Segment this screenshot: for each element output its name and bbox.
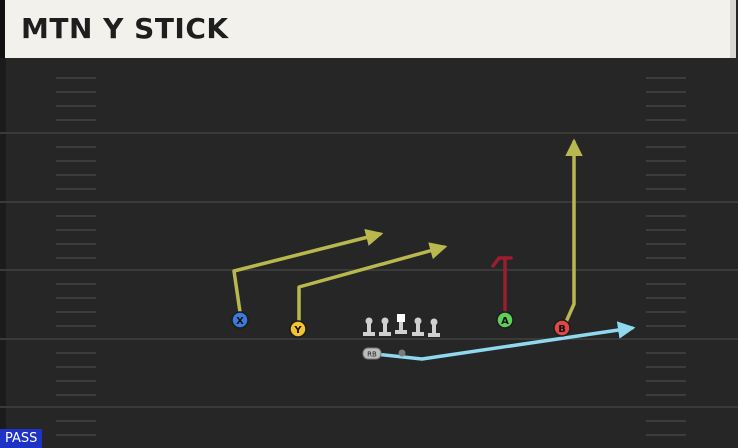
player-rb-label: RB [367, 351, 377, 359]
route-a-block-tail [491, 256, 513, 268]
player-rb[interactable]: RB [362, 347, 382, 360]
lineman-icon [428, 318, 440, 337]
yard-lines [0, 132, 738, 408]
title-bar: MTN Y STICK [0, 0, 736, 58]
route-y [297, 242, 448, 322]
player-a-label: A [501, 316, 509, 327]
lineman-icon [379, 317, 391, 336]
player-y[interactable]: Y [289, 320, 307, 338]
route-rb [373, 321, 636, 361]
hash-marks-left [56, 77, 96, 436]
player-b-circle [553, 319, 571, 337]
routes [232, 138, 636, 361]
route-b [564, 138, 583, 324]
player-b[interactable]: B [553, 319, 571, 337]
player-b-label: B [558, 324, 566, 335]
quarterback-marker [398, 349, 406, 357]
player-y-circle [289, 320, 307, 338]
play-type-badge: PASS [0, 429, 43, 448]
rb-token [362, 347, 382, 360]
player-x[interactable]: X [231, 311, 249, 329]
lineman-icon [363, 317, 375, 336]
hash-marks-right [646, 77, 686, 436]
player-y-label: Y [293, 325, 302, 336]
field-left-edge [0, 58, 6, 448]
field-surface [0, 58, 738, 448]
player-x-label: X [236, 316, 244, 327]
football-field: RB X Y A B [0, 58, 738, 448]
player-a[interactable]: A [496, 311, 514, 329]
offensive-line [363, 314, 440, 337]
route-x [232, 228, 384, 314]
player-x-circle [231, 311, 249, 329]
play-title: MTN Y STICK [21, 12, 229, 45]
center-icon [395, 314, 407, 334]
lineman-icon [412, 317, 424, 336]
player-a-circle [496, 311, 514, 329]
